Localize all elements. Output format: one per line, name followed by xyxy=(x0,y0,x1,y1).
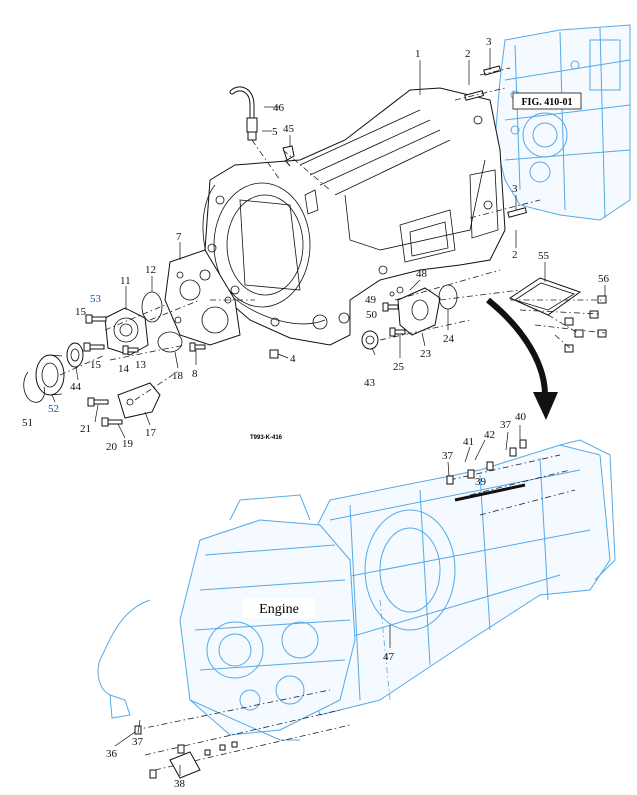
callout-37: 37 xyxy=(442,450,454,462)
callout-labels: 1 2 3 3 2 46 5 45 7 11 12 53 15 15 14 13… xyxy=(22,36,610,790)
callout-14: 14 xyxy=(118,363,130,375)
plate-38 xyxy=(169,751,201,779)
callout-2: 2 xyxy=(512,249,518,261)
callout-56: 56 xyxy=(598,273,610,285)
oil-seal-44 xyxy=(66,342,84,368)
callout-44: 44 xyxy=(70,381,82,393)
callout-39: 39 xyxy=(475,476,487,488)
callout-2: 2 xyxy=(465,48,471,60)
bolt-group-56 xyxy=(564,295,607,353)
assembly-direction-arrow xyxy=(486,297,558,420)
callout-24: 24 xyxy=(443,333,455,345)
callout-55: 55 xyxy=(538,250,550,262)
dowel-pin-lower xyxy=(507,207,528,218)
callout-50: 50 xyxy=(366,309,378,321)
callout-49: 49 xyxy=(365,294,377,306)
callout-19: 19 xyxy=(122,438,134,450)
callout-20: 20 xyxy=(106,441,118,453)
callout-36: 36 xyxy=(106,748,118,760)
mounting-bolts-lower xyxy=(134,689,351,779)
side-cover-7 xyxy=(164,249,241,346)
figure-ref-box xyxy=(512,92,582,110)
reference-transmission-upper xyxy=(494,24,631,221)
mounting-bolts-upper xyxy=(446,439,576,516)
callout-13: 13 xyxy=(135,359,147,371)
callout-18: 18 xyxy=(172,370,184,382)
bolt-8 xyxy=(189,342,206,352)
bearing-52 xyxy=(35,354,65,396)
bolt-15 xyxy=(85,314,107,324)
callout-52: 52 xyxy=(48,403,59,415)
callout-15: 15 xyxy=(75,306,87,318)
plug-4 xyxy=(269,349,279,359)
o-ring-18 xyxy=(157,331,183,353)
callout-5: 5 xyxy=(272,126,278,138)
stud-39 xyxy=(454,483,526,502)
transmission-housing xyxy=(202,87,506,346)
callout-1: 1 xyxy=(415,48,421,60)
figure-ref-label: FIG. 410-01 xyxy=(521,97,572,108)
bolt-50 xyxy=(382,302,399,312)
callout-53: 53 xyxy=(90,293,102,305)
callout-17: 17 xyxy=(145,427,157,439)
callout-51: 51 xyxy=(22,417,33,429)
callout-23: 23 xyxy=(420,348,432,360)
callout-25: 25 xyxy=(393,361,405,373)
bolt-15-lower xyxy=(83,342,105,352)
callout-45: 45 xyxy=(283,123,295,135)
dowel-pin-3 xyxy=(483,65,502,76)
bolt-21 xyxy=(87,397,109,407)
callout-15: 15 xyxy=(90,359,102,371)
bolt-20 xyxy=(101,417,123,427)
callout-7: 7 xyxy=(176,231,182,243)
callout-38: 38 xyxy=(174,778,186,790)
callout-43: 43 xyxy=(364,377,376,389)
callout-47: 47 xyxy=(383,651,395,663)
breather-hose-46 xyxy=(229,86,258,141)
bolt-25 xyxy=(389,327,406,337)
engine-label-bg xyxy=(243,598,315,618)
cover-plate-55 xyxy=(508,277,582,316)
callout-37: 37 xyxy=(132,736,144,748)
washer-48-49 xyxy=(389,286,404,297)
callout-40: 40 xyxy=(515,411,527,423)
bracket-23 xyxy=(397,287,441,336)
o-ring-24 xyxy=(438,284,458,310)
washer-43 xyxy=(361,330,379,350)
callout-21: 21 xyxy=(80,423,91,435)
drawing-code: T993-K-416 xyxy=(250,435,283,441)
cover-plate-17 xyxy=(117,382,161,419)
snap-ring-51 xyxy=(23,371,45,403)
callout-11: 11 xyxy=(120,275,131,287)
engine-label: Engine xyxy=(259,602,299,617)
callout-4: 4 xyxy=(290,353,296,365)
reference-engine-assembly xyxy=(97,439,616,741)
callout-3: 3 xyxy=(512,183,518,195)
callout-8: 8 xyxy=(192,368,198,380)
callout-37: 37 xyxy=(500,419,512,431)
callout-42: 42 xyxy=(484,429,495,441)
callout-12: 12 xyxy=(145,264,156,276)
callout-46: 46 xyxy=(273,102,285,114)
leader-lines xyxy=(51,48,606,776)
bolt-13-14 xyxy=(122,345,139,355)
callout-41: 41 xyxy=(463,436,474,448)
bearing-holder-11 xyxy=(104,307,149,356)
callout-3: 3 xyxy=(486,36,492,48)
callout-48: 48 xyxy=(416,268,428,280)
